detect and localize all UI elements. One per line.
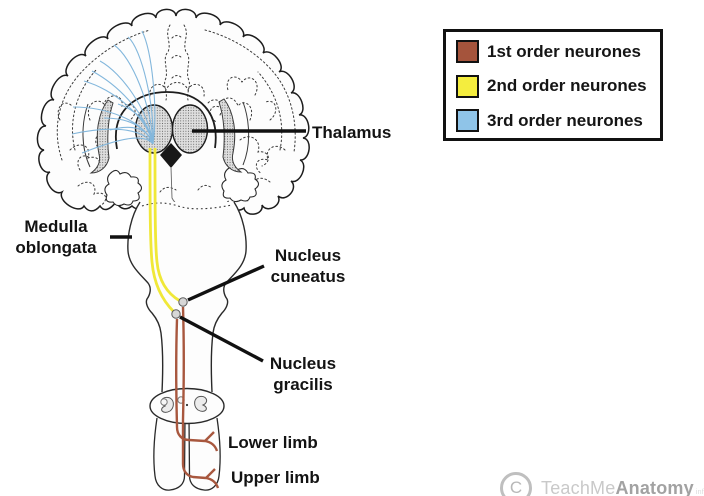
- watermark-suffix: info: [695, 488, 704, 496]
- nucleus-cuneatus-label: Nucleus cuneatus: [260, 245, 356, 287]
- inferior-lobules: [104, 165, 260, 207]
- copyright-icon: C: [500, 472, 532, 496]
- gracilis-label-line2: gracilis: [273, 375, 333, 394]
- legend-row-first-order: 1st order neurones: [456, 40, 654, 63]
- cuneatus-pointer-line: [187, 264, 265, 302]
- first-order-swatch: [456, 40, 479, 63]
- lower-limb-label: Lower limb: [228, 433, 318, 452]
- second-order-swatch: [456, 74, 479, 98]
- nucleus-gracilis-label: Nucleus gracilis: [255, 353, 351, 395]
- legend-label-third-order: 3rd order neurones: [487, 110, 643, 130]
- corpus-callosum-arch: [115, 91, 217, 150]
- watermark-text: TeachMeAnatomyinfo: [541, 478, 704, 496]
- watermark-brand-light: TeachMe: [541, 477, 616, 496]
- second-order-neurones: [148, 147, 181, 313]
- medulla-label-line2: oblongata: [15, 238, 97, 257]
- dorsal-column-nuclei: [171, 297, 188, 319]
- gracilis-pointer-line: [179, 315, 264, 363]
- teachmeanatomy-watermark: C TeachMeAnatomyinfo: [500, 472, 704, 496]
- nucleus-gracilis-shape: [171, 309, 181, 319]
- legend: 1st order neurones 2nd order neurones 3r…: [443, 29, 663, 141]
- legend-label-second-order: 2nd order neurones: [487, 76, 647, 95]
- legend-label-first-order: 1st order neurones: [487, 41, 641, 61]
- third-order-neurones: [71, 30, 156, 154]
- legend-row-second-order: 2nd order neurones: [456, 74, 654, 98]
- upper-limb-label: Upper limb: [231, 468, 320, 487]
- cuneatus-label-line1: Nucleus: [274, 246, 342, 265]
- nucleus-cuneatus-shape: [178, 297, 188, 307]
- cuneatus-label-line2: cuneatus: [270, 267, 346, 286]
- thalamus-label: Thalamus: [312, 123, 392, 142]
- cerebrum-outline: [36, 8, 310, 215]
- third-order-swatch: [456, 109, 479, 132]
- brainstem: [127, 202, 247, 392]
- legend-row-third-order: 3rd order neurones: [456, 109, 654, 132]
- cord-cross-section: [149, 387, 225, 425]
- gracilis-label-line1: Nucleus: [269, 354, 337, 373]
- medulla-oblongata-label: Medulla oblongata: [4, 216, 108, 258]
- first-order-neurones: [175, 306, 220, 489]
- pointer-lines: [110, 129, 306, 363]
- watermark-brand-bold: Anatomy: [615, 477, 694, 496]
- medulla-label-line1: Medulla: [24, 217, 88, 236]
- third-ventricle-diamond: [160, 143, 182, 168]
- brainstem-top-dotted: [141, 202, 233, 210]
